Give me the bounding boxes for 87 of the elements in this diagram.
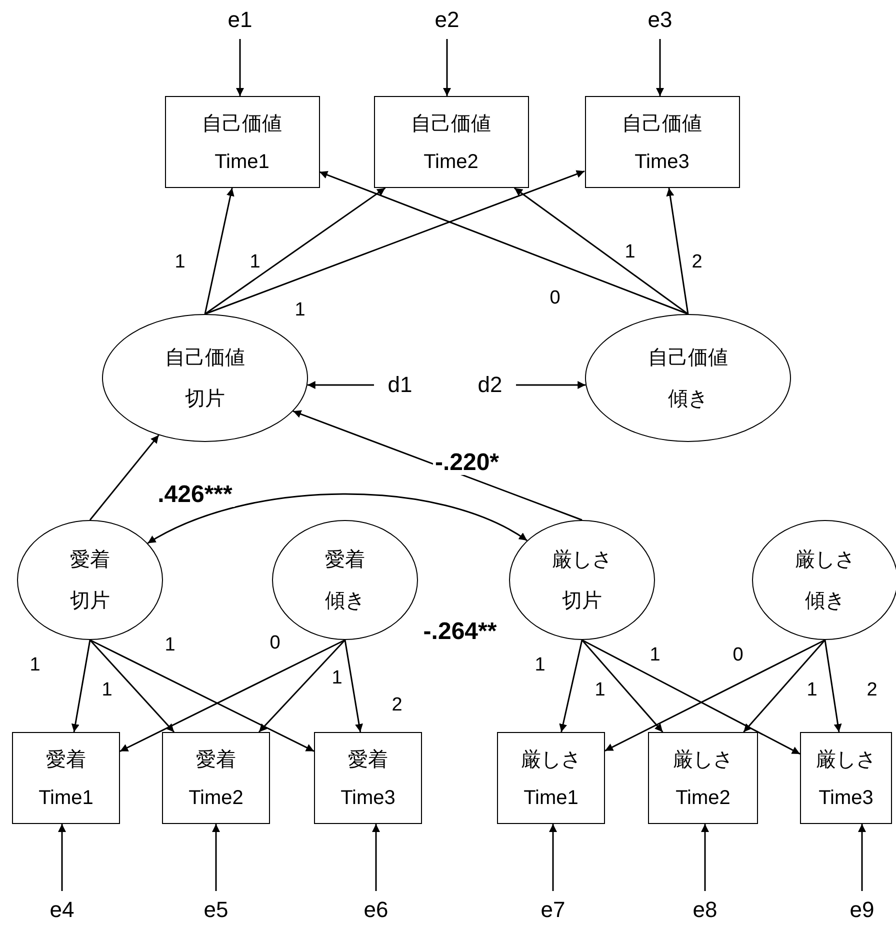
path-arrow — [604, 639, 826, 752]
variable-subname: Time2 — [188, 787, 244, 810]
variable-name: 愛着 — [348, 748, 388, 773]
path-arrow — [743, 640, 826, 732]
variable-name: 自己価値 — [411, 112, 491, 137]
path-arrow — [656, 39, 664, 96]
variable-name: 厳しさ — [552, 548, 612, 573]
variable-subname: Time3 — [634, 151, 690, 174]
path-arrow — [824, 640, 842, 732]
variable-box — [800, 732, 892, 824]
variable-subname: Time2 — [424, 151, 478, 174]
path-arrow — [204, 170, 585, 315]
variable-name: 自己価値 — [202, 112, 282, 137]
latent-ellipse — [17, 520, 163, 640]
variable-subname: 切片 — [185, 387, 225, 412]
variable-box — [314, 732, 422, 824]
path-arrow — [120, 639, 346, 752]
variable-name: 愛着 — [70, 548, 110, 573]
path-arrow — [292, 410, 582, 521]
path-arrow — [58, 824, 66, 891]
variable-subname: 傾き — [325, 589, 365, 614]
variable-name: 愛着 — [196, 748, 236, 773]
variable-name: 自己価値 — [622, 112, 702, 137]
variable-name: 厳しさ — [795, 548, 855, 573]
error-label: e4 — [42, 896, 82, 924]
path-arrow — [319, 171, 688, 315]
coefficient-label: -.220* — [432, 451, 502, 475]
error-label: e3 — [640, 6, 680, 34]
latent-ellipse — [752, 520, 896, 640]
error-label: d2 — [470, 371, 510, 399]
path-arrow — [212, 824, 220, 891]
variable-box — [584, 96, 740, 188]
variable-subname: Time3 — [818, 787, 874, 810]
path-arrow — [89, 434, 160, 520]
variable-box — [12, 732, 120, 824]
path-arrow — [858, 824, 866, 891]
variable-subname: Time1 — [524, 787, 578, 810]
path-arrow — [71, 640, 91, 732]
path-arrow — [549, 824, 557, 891]
error-label: e9 — [842, 896, 882, 924]
path-arrow — [701, 824, 709, 891]
path-arrow — [514, 187, 688, 315]
path-arrow — [90, 639, 314, 752]
error-label: e7 — [533, 896, 573, 924]
path-arrow — [559, 640, 583, 732]
error-label: e6 — [356, 896, 396, 924]
path-arrow — [307, 381, 374, 389]
path-arrow — [582, 639, 800, 755]
variable-subname: 切片 — [562, 589, 602, 614]
path-arrow — [204, 188, 234, 314]
variable-subname: Time1 — [214, 151, 270, 174]
variable-subname: 傾き — [668, 387, 708, 412]
latent-ellipse — [509, 520, 655, 640]
path-arrow — [344, 640, 363, 732]
path-arrow — [204, 187, 386, 315]
error-label: e5 — [196, 896, 236, 924]
variable-subname: 切片 — [70, 589, 110, 614]
variable-name: 厳しさ — [816, 748, 876, 773]
variable-subname: 傾き — [805, 589, 845, 614]
variable-name: 自己価値 — [165, 346, 245, 371]
error-label: e2 — [427, 6, 467, 34]
path-arrow — [443, 39, 451, 96]
path-arrow — [147, 493, 528, 544]
latent-ellipse — [585, 314, 791, 442]
variable-box — [162, 732, 270, 824]
variable-subname: Time2 — [676, 787, 730, 810]
variable-box — [497, 732, 605, 824]
error-label: e1 — [220, 6, 260, 34]
variable-subname: Time3 — [340, 787, 396, 810]
variable-name: 愛着 — [46, 748, 86, 773]
path-arrow — [236, 39, 244, 96]
path-arrow — [581, 640, 664, 732]
error-label: e8 — [685, 896, 725, 924]
error-label: d1 — [380, 371, 420, 399]
variable-box — [648, 732, 758, 824]
variable-box — [374, 96, 528, 188]
path-arrow — [258, 639, 346, 733]
variable-name: 愛着 — [325, 548, 365, 573]
path-arrow — [89, 640, 175, 732]
variable-box — [164, 96, 320, 188]
variable-name: 厳しさ — [521, 748, 581, 773]
path-arrow — [516, 381, 586, 389]
path-arrow — [666, 188, 689, 314]
variable-name: 厳しさ — [673, 748, 733, 773]
variable-name: 自己価値 — [648, 346, 728, 371]
path-arrow — [372, 824, 380, 891]
variable-subname: Time1 — [38, 787, 94, 810]
